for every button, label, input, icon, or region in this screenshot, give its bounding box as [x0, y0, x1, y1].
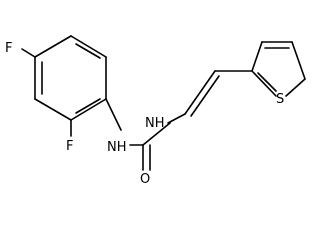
ring-bond [34, 98, 72, 121]
structure-canvas: F F NH O NH S [5, 35, 306, 187]
oxygen-label: O [140, 172, 150, 187]
ring-bond [291, 41, 306, 80]
ring-double-bond [75, 43, 101, 59]
fluorine-ortho-label: F [66, 139, 73, 154]
ring-double-bond [75, 98, 101, 114]
sulfur-label: S [276, 92, 284, 107]
n-vinyl-bond [167, 113, 186, 124]
aryl-n-bond [105, 98, 122, 131]
nh-left-label: NH [107, 140, 127, 155]
vinyl-double-bond [184, 70, 216, 115]
thiophene-ring [251, 41, 306, 97]
ring-bond [70, 98, 107, 121]
c-f-bond-top [21, 48, 36, 58]
ring-bond [251, 41, 263, 72]
difluorophenyl-ring [34, 35, 107, 121]
ring-bond [70, 35, 107, 58]
vinyl-double-bond-inner [190, 75, 220, 117]
nh-right-label: NH [145, 116, 165, 131]
carbonyl-n-bond [142, 122, 171, 146]
ring-bond [34, 35, 72, 58]
ring-bond [285, 78, 306, 97]
ring-double-bond [257, 72, 277, 92]
ring-bond [251, 70, 277, 97]
molecule-structure: F F NH O NH S [5, 35, 306, 187]
fluorine-top-label: F [5, 41, 12, 56]
